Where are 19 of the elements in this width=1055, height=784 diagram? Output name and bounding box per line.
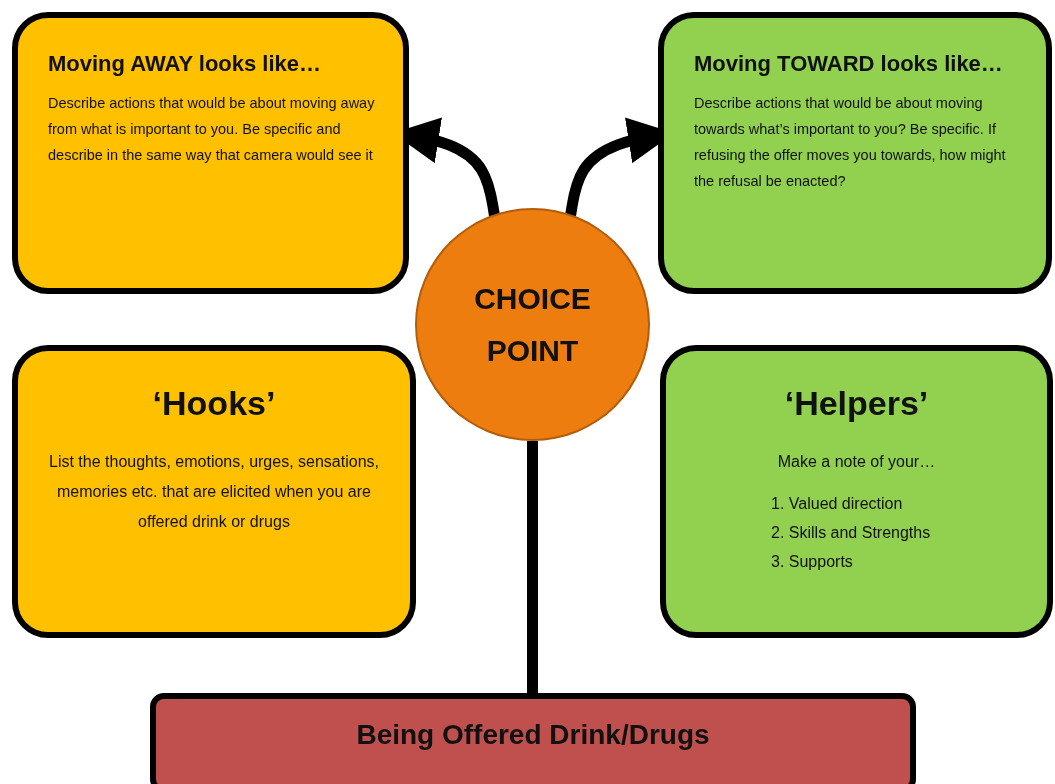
toward-box	[658, 12, 1052, 294]
box-heading: ‘Hooks’	[151, 383, 277, 424]
box-heading: Moving AWAY looks like…	[48, 50, 323, 78]
box-heading: Moving TOWARD looks like…	[694, 50, 1004, 78]
box-description: Describe actions that would be about moving away from what is important to you. Be specific and describe in the same way that camera would see it	[48, 94, 376, 165]
list-item: 3. Supports	[770, 552, 854, 572]
box-description: List the thoughts, emotions, urges, sensations, memories etc. that are elicited when you are offered drink or drugs	[48, 452, 380, 532]
hooks-box	[12, 345, 416, 638]
box-heading: ‘Helpers’	[783, 383, 930, 424]
list-item: 2. Skills and Strengths	[770, 523, 932, 543]
away-box	[12, 12, 409, 294]
connector-line	[527, 441, 538, 693]
event-label: Being Offered Drink/Drugs	[356, 719, 710, 751]
box-description: Describe actions that would be about moving towards what’s important to you? Be specific. If refusing the offer moves you towards, how might the refusal be enacted?	[694, 94, 1007, 191]
event-bar	[150, 693, 916, 784]
list-item: 1. Valued direction	[770, 494, 904, 514]
helpers-box	[660, 345, 1053, 638]
choice-label: CHOICE POINT	[473, 280, 592, 369]
box-description: Make a note of your…	[776, 452, 937, 472]
